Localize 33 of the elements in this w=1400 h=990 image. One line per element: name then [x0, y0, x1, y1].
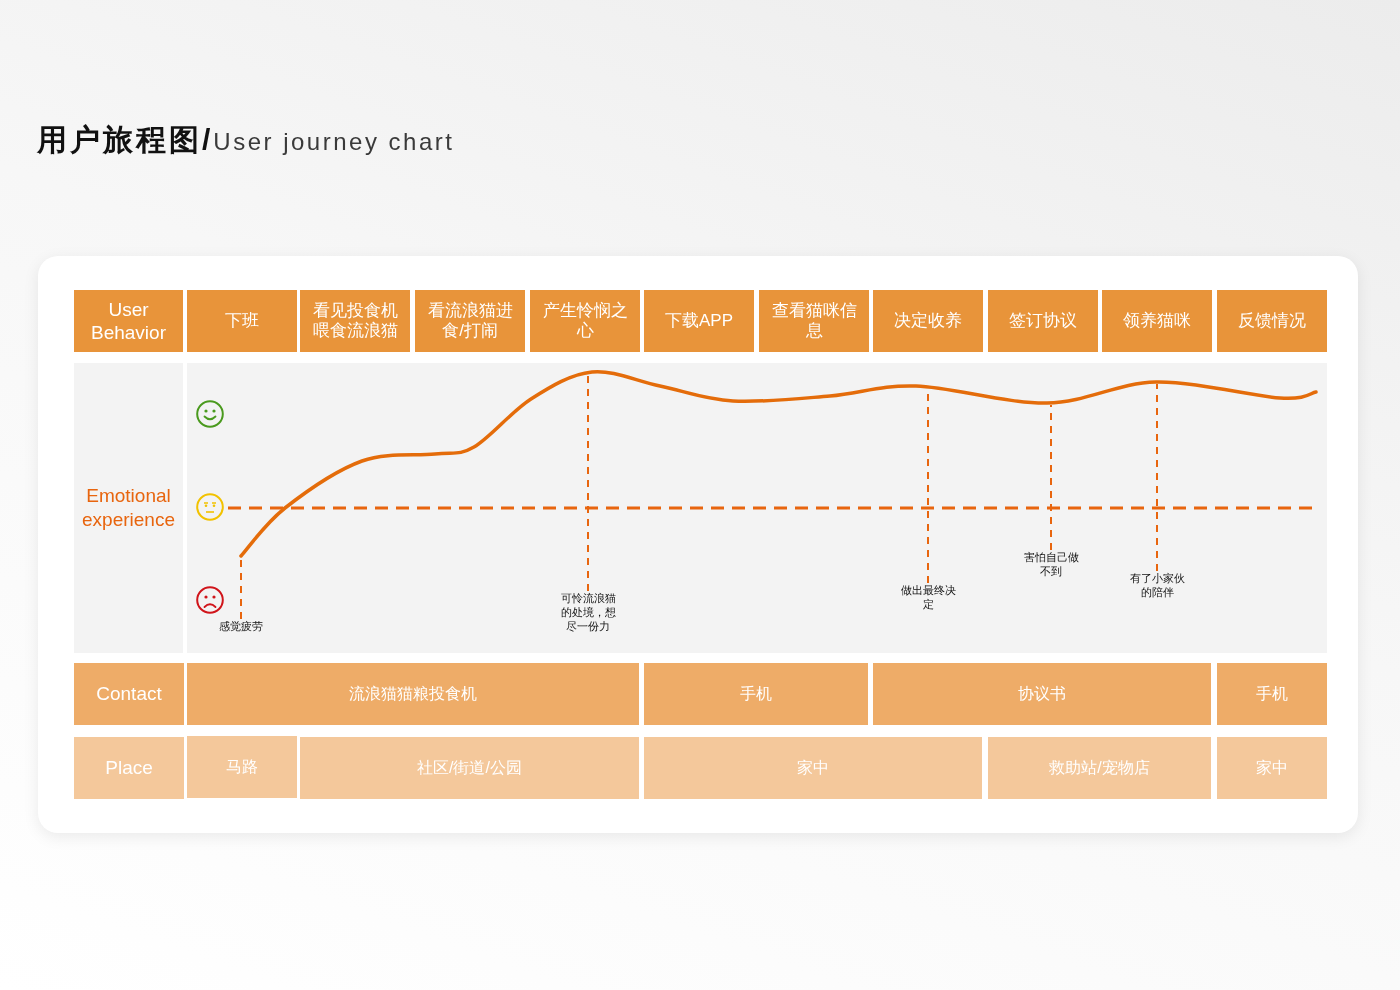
leader-line: [1050, 403, 1052, 551]
behavior-step: 产生怜悯之心: [530, 290, 640, 352]
behavior-step: 领养猫咪: [1102, 290, 1212, 352]
emotion-note: 有了小家伙的陪伴: [1127, 571, 1187, 599]
behavior-step: 看流浪猫进食/打闹: [415, 290, 525, 352]
row-header: Place: [74, 737, 184, 799]
touchpoint-bar: 手机: [644, 663, 868, 725]
row-header: Emotional experience: [74, 363, 183, 653]
leader-line: [1156, 383, 1158, 572]
behavior-step: 决定收养: [873, 290, 983, 352]
behavior-step: 下班: [187, 290, 297, 352]
place-bar: 马路: [187, 736, 297, 798]
behavior-step: 下载APP: [644, 290, 754, 352]
emotion-note: 害怕自己做不到: [1021, 550, 1081, 578]
leader-line: [240, 557, 242, 620]
behavior-step: 查看猫咪信息: [759, 290, 869, 352]
touchpoint-bar: 协议书: [873, 663, 1211, 725]
touchpoint-bar: 手机: [1217, 663, 1327, 725]
place-bar: 社区/街道/公园: [300, 737, 639, 799]
emotion-note: 感觉疲劳: [209, 619, 273, 633]
touchpoint-bar: 流浪猫猫粮投食机: [187, 663, 639, 725]
row-header: User Behavior: [74, 290, 183, 352]
row-header: Contact: [74, 663, 184, 725]
emotion-note: 可怜流浪猫的处境，想尽一份力: [558, 591, 618, 633]
behavior-step: 看见投食机喂食流浪猫: [300, 290, 410, 352]
place-bar: 家中: [1217, 737, 1327, 799]
behavior-step: 反馈情况: [1217, 290, 1327, 352]
leader-line: [587, 373, 589, 592]
behavior-step: 签订协议: [988, 290, 1098, 352]
chart-title: 用户旅程图/User journey chart: [37, 122, 455, 158]
emotion-note: 做出最终决定: [898, 583, 958, 611]
place-bar: 救助站/宠物店: [988, 737, 1211, 799]
place-bar: 家中: [644, 737, 982, 799]
